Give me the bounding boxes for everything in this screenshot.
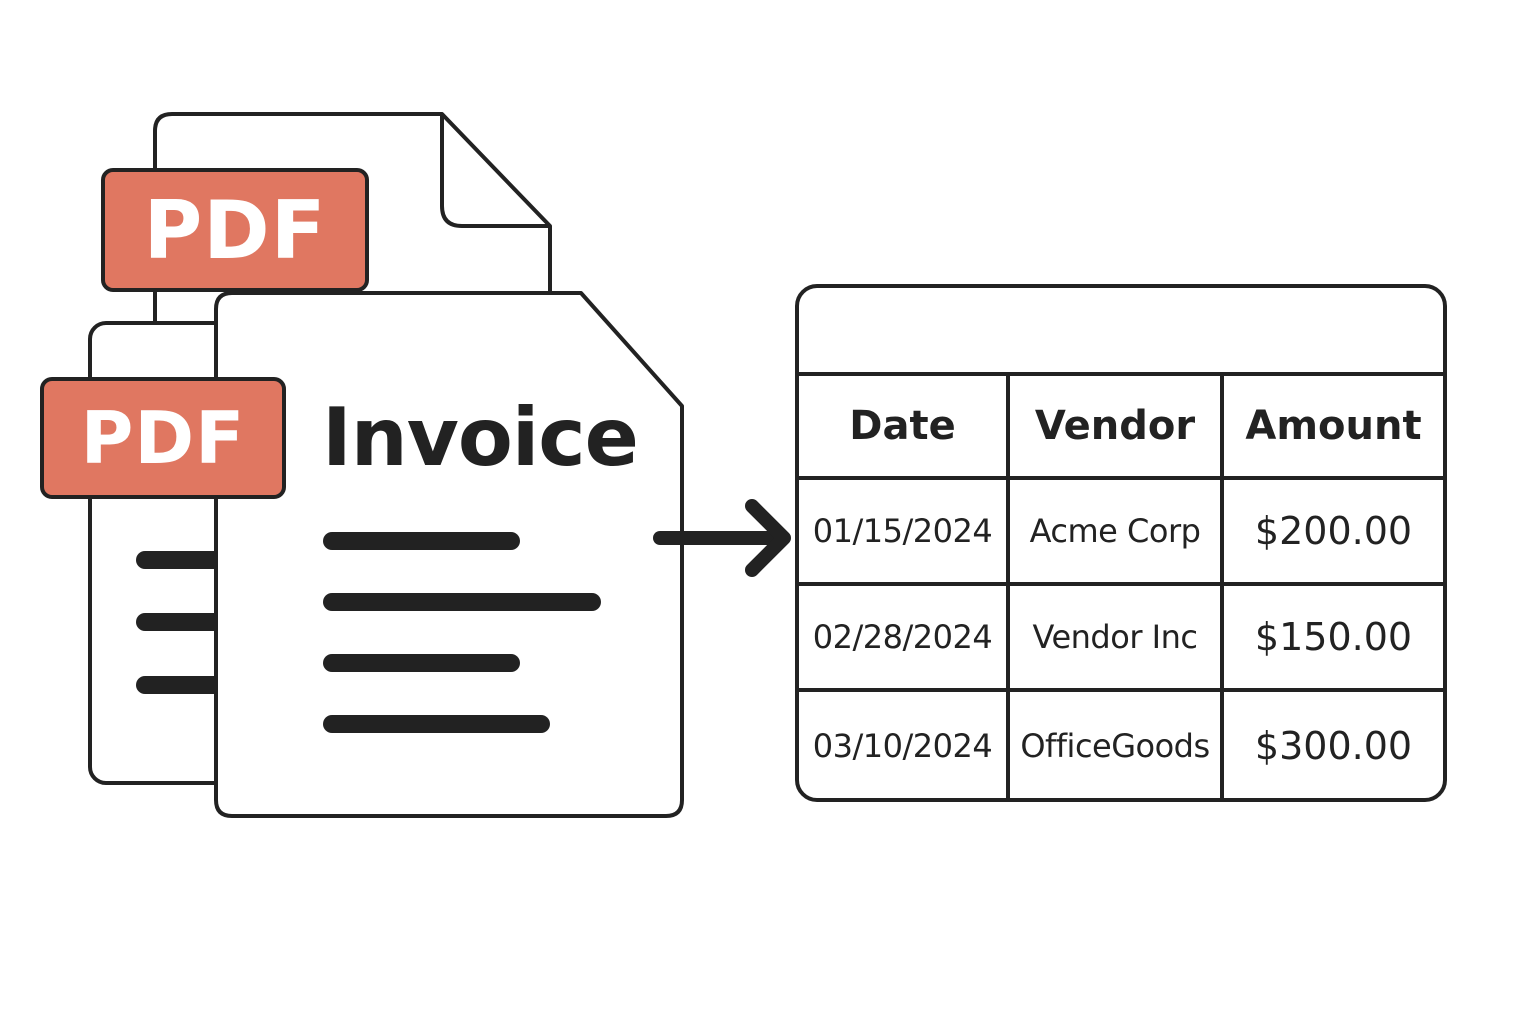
table-header-row: Date Vendor Amount bbox=[799, 376, 1443, 480]
cell-vendor: Vendor Inc bbox=[1010, 586, 1224, 688]
column-header-amount: Amount bbox=[1245, 403, 1422, 449]
invoice-title: Invoice bbox=[322, 391, 639, 484]
column-header-date: Date bbox=[799, 376, 1010, 476]
cell-date: 03/10/2024 bbox=[799, 692, 1010, 798]
table-row: 03/10/2024 OfficeGoods $300.00 bbox=[799, 692, 1443, 798]
cell-vendor: Acme Corp bbox=[1010, 480, 1224, 582]
pdf-badge-front-label: PDF bbox=[80, 396, 246, 480]
table-title-bar bbox=[799, 288, 1443, 376]
table-row: 02/28/2024 Vendor Inc $150.00 bbox=[799, 586, 1443, 692]
pdf-badge-back-label: PDF bbox=[143, 183, 327, 277]
document-back-fold bbox=[440, 114, 550, 228]
cell-amount: $150.00 bbox=[1254, 615, 1413, 659]
pdf-badge-front: PDF bbox=[40, 377, 286, 499]
column-header-vendor: Vendor bbox=[1010, 376, 1224, 476]
cell-date: 01/15/2024 bbox=[799, 480, 1010, 582]
cell-vendor: OfficeGoods bbox=[1010, 692, 1224, 798]
cell-amount: $200.00 bbox=[1254, 509, 1413, 553]
cell-amount: $300.00 bbox=[1254, 724, 1413, 768]
pdf-badge-back: PDF bbox=[101, 168, 369, 292]
extracted-table: Date Vendor Amount 01/15/2024 Acme Corp … bbox=[795, 284, 1447, 802]
cell-date: 02/28/2024 bbox=[799, 586, 1010, 688]
table-row: 01/15/2024 Acme Corp $200.00 bbox=[799, 480, 1443, 586]
document-invoice-icon bbox=[214, 291, 684, 818]
document-invoice-lines bbox=[323, 532, 601, 733]
arrow-right-icon bbox=[653, 499, 791, 577]
